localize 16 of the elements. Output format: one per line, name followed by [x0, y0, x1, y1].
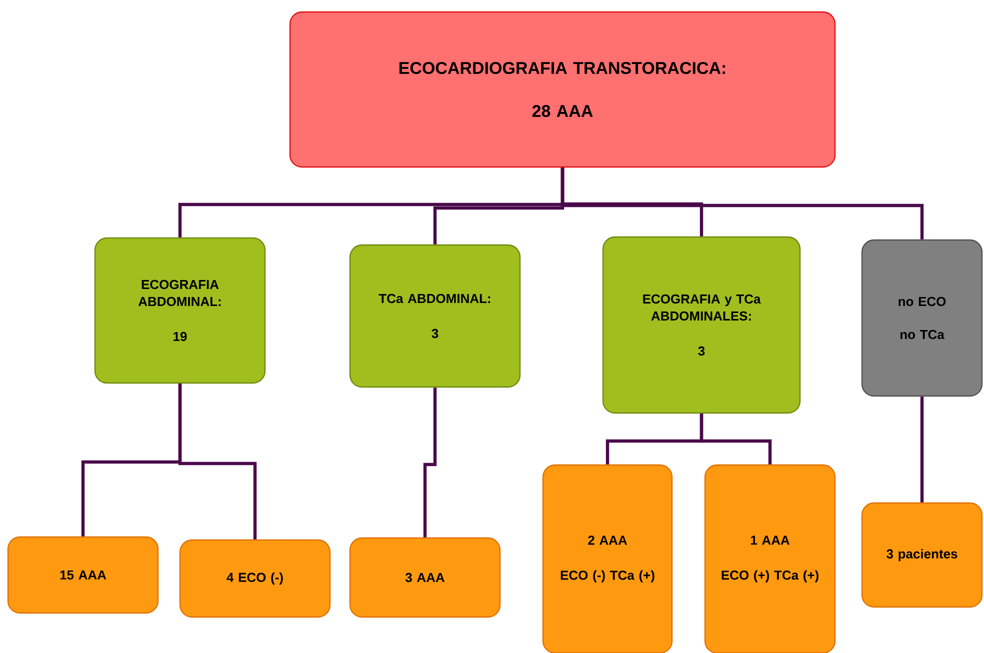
- title-box: ECOCARDIOGRAFIA TRANSTORACICA: 28 AAA: [289, 11, 836, 168]
- category-box: no ECO no TCa: [861, 239, 983, 397]
- result-box: 1 AAA ECO (+) TCa (+): [704, 464, 836, 653]
- connector-line: [700, 414, 772, 464]
- connector-line: [178, 384, 257, 540]
- category-box: ECOGRAFIA ABDOMINAL: 19: [94, 237, 266, 384]
- result-box: 3 AAA: [349, 537, 501, 618]
- connector-line: [920, 396, 924, 502]
- category-box: ECOGRAFIA y TCa ABDOMINALES: 3: [602, 236, 801, 414]
- result-box: 2 AAA ECO (-) TCa (+): [542, 464, 673, 653]
- category-box: TCa ABDOMINAL: 3: [349, 244, 521, 388]
- connector-line: [423, 388, 437, 538]
- result-box: 15 AAA: [7, 536, 159, 614]
- result-box: 3 pacientes: [861, 502, 983, 608]
- result-box: 4 ECO (-): [179, 539, 331, 618]
- connector-line: [560, 168, 924, 240]
